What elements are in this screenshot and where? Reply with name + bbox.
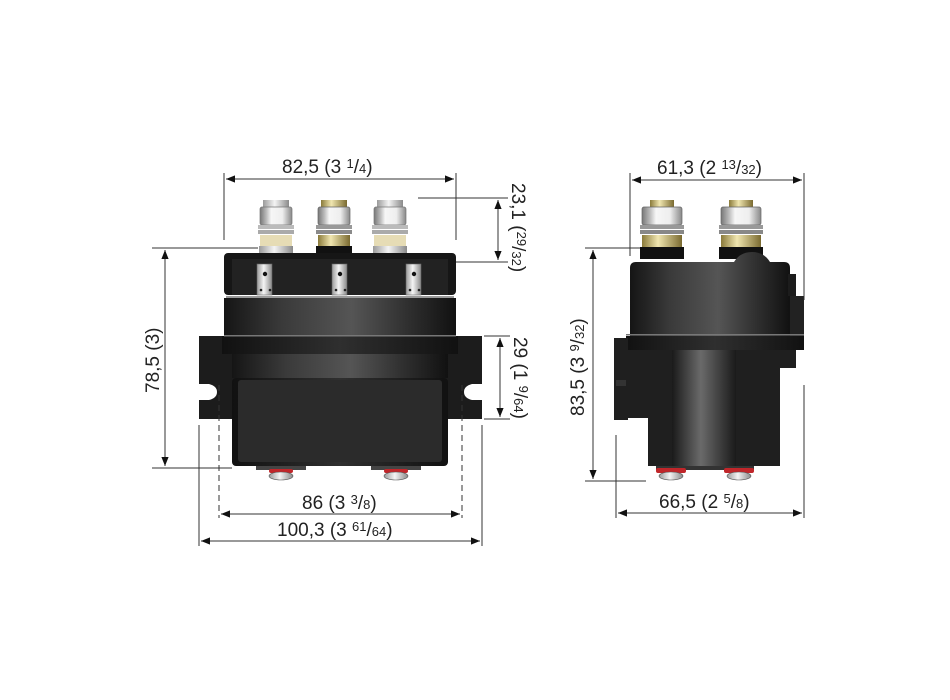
lower-housing xyxy=(232,354,448,378)
dim-side-height: 83,5 (3 9/32) xyxy=(567,318,589,416)
dim-side-width-top: 61,3 (2 13/32) xyxy=(657,157,762,179)
terminal-stud-3 xyxy=(372,200,408,256)
terminal-stud-1 xyxy=(258,200,294,256)
side-upper-housing xyxy=(630,252,790,336)
front-terminals xyxy=(258,200,408,256)
front-view xyxy=(152,173,510,546)
dim-front-hole-spacing: 86 (3 3/8) xyxy=(302,492,377,514)
side-terminals xyxy=(640,200,763,259)
dim-front-overall-width: 100,3 (3 61/64) xyxy=(277,519,393,541)
coil-cylinder xyxy=(672,350,736,466)
front-dimension-lines xyxy=(152,173,510,546)
dim-front-height: 78,5 (3) xyxy=(143,327,164,394)
terminal-stud-2 xyxy=(316,200,352,256)
dim-side-width-bottom: 66,5 (2 5/8) xyxy=(659,491,750,513)
front-bottom-terminals xyxy=(256,466,421,481)
side-bottom-terminals xyxy=(656,466,754,481)
dim-front-bracket-height: 29 (1 9/64) xyxy=(509,337,531,419)
spade-tabs xyxy=(256,263,422,296)
dim-front-width-top: 82,5 (3 1/4) xyxy=(282,156,373,178)
side-dimension-lines xyxy=(585,173,805,518)
dim-front-terminal-height: 23,1 (29/32) xyxy=(507,183,529,273)
side-view xyxy=(585,173,805,518)
